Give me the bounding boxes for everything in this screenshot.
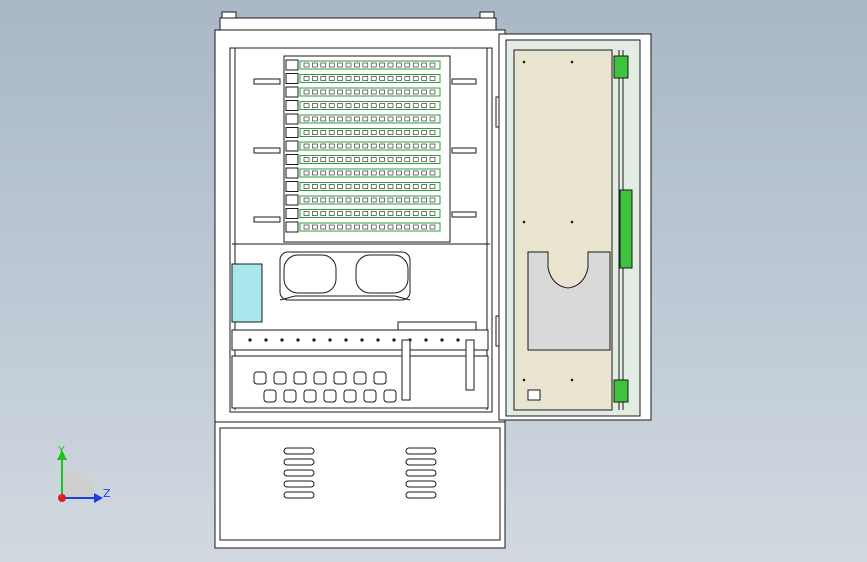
terminal-screw [456, 338, 460, 342]
latch-bottom [613, 379, 629, 403]
adapter-slot [303, 389, 317, 403]
splice-tray [299, 182, 441, 191]
tray-clip [285, 154, 299, 165]
cabinet-plinth [214, 421, 506, 549]
triad-plane [62, 465, 96, 498]
terminal-screw [440, 338, 444, 342]
vent-slot [405, 458, 437, 466]
terminal-screw [280, 338, 284, 342]
tray-clip [285, 73, 299, 84]
tray-clip [285, 208, 299, 219]
adapter-slot [323, 389, 337, 403]
adapter-slot [253, 371, 267, 385]
splice-tray [299, 141, 441, 151]
tray-clip [285, 167, 299, 179]
tray-clip [285, 194, 299, 206]
vent-slot [405, 480, 437, 488]
latch-handle [619, 189, 633, 269]
bracket-right [465, 339, 475, 391]
tray-clip [285, 59, 299, 71]
vent-slot [405, 491, 437, 499]
y-arrow-icon [57, 450, 67, 460]
splice-tray [299, 101, 441, 110]
splice-tray [299, 222, 441, 232]
vent-slot [283, 469, 315, 477]
cable-port-right [355, 254, 409, 294]
door-inner-panel [513, 49, 613, 411]
terminal-screw [296, 338, 300, 342]
splice-tray [299, 74, 441, 83]
document-pocket [527, 251, 611, 351]
tray-clip [285, 140, 299, 152]
vent-slot [405, 469, 437, 477]
tray-clip [285, 86, 299, 98]
axis-triad: Y Z [57, 444, 111, 503]
terminal-screw [424, 338, 428, 342]
splice-tray [299, 128, 441, 137]
splice-tray [299, 155, 441, 164]
left-rail-mounts [253, 78, 477, 223]
terminal-screw [264, 338, 268, 342]
z-arrow-icon [94, 493, 103, 503]
door-screws [522, 60, 574, 382]
splice-trays [285, 59, 441, 233]
tray-clip [285, 181, 299, 192]
adapter-slot [313, 371, 327, 385]
tray-clip [285, 127, 299, 138]
door-lock-tab [527, 389, 541, 401]
splice-tray [299, 60, 441, 70]
tray-clip [285, 113, 299, 125]
plinth-vents [283, 447, 437, 499]
tray-clip [285, 100, 299, 111]
splice-tray [299, 195, 441, 205]
bracket-left [401, 339, 411, 401]
terminal-screw [328, 338, 332, 342]
cabinet-body [214, 11, 506, 549]
terminal-strip-top [231, 329, 489, 351]
vent-slot [283, 491, 315, 499]
tray-clip [285, 221, 299, 233]
origin-dot [58, 494, 66, 502]
z-axis-label: Z [103, 487, 111, 500]
vent-slot [283, 480, 315, 488]
splice-tray [299, 114, 441, 124]
adapter-slot [283, 389, 297, 403]
terminal-screw [344, 338, 348, 342]
adapter-slot [353, 371, 367, 385]
cabinet-door-open [498, 33, 652, 421]
adapter-slot [273, 371, 287, 385]
adapter-slot [293, 371, 307, 385]
splice-tray [299, 209, 441, 218]
terminal-screw [360, 338, 364, 342]
splice-tray [299, 168, 441, 178]
cyan-label-panel [231, 263, 263, 323]
plinth-inset [219, 427, 501, 541]
adapter-slots [253, 371, 397, 403]
splice-tray [299, 87, 441, 97]
cable-port-left [283, 254, 337, 294]
adapter-slot [383, 389, 397, 403]
terminal-screw [312, 338, 316, 342]
y-axis-label: Y [57, 444, 65, 457]
terminal-dots [248, 338, 460, 342]
terminal-screw [392, 338, 396, 342]
adapter-slot [333, 371, 347, 385]
terminal-block [397, 321, 477, 331]
adapter-slot [263, 389, 277, 403]
adapter-slot [343, 389, 357, 403]
adapter-slot [373, 371, 387, 385]
vent-slot [405, 447, 437, 455]
vent-slot [283, 458, 315, 466]
latch-top [613, 55, 629, 79]
adapter-slot [363, 389, 377, 403]
vent-slot [283, 447, 315, 455]
terminal-screw [248, 338, 252, 342]
terminal-screw [376, 338, 380, 342]
